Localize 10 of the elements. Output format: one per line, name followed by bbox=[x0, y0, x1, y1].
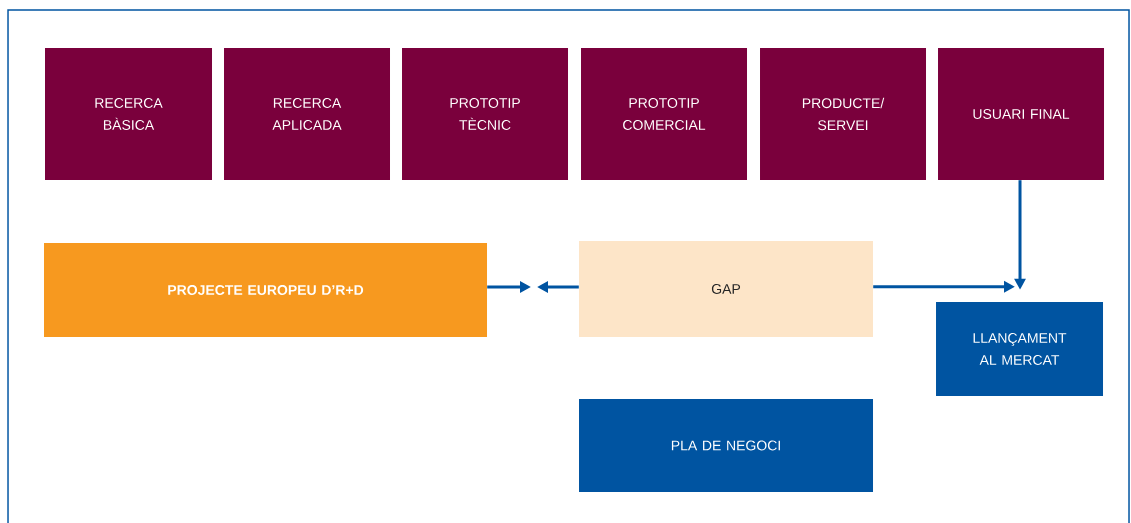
project-box: PROJECTE EUROPEU D’R+D bbox=[44, 243, 487, 337]
gap-box: GAP bbox=[579, 241, 873, 337]
stage-box: PROTOTIP COMERCIAL bbox=[581, 48, 747, 180]
stage-box: PRODUCTE/ SERVEI bbox=[760, 48, 926, 180]
plan-box: PLA DE NEGOCI bbox=[579, 399, 873, 492]
stage-box: PROTOTIP TÈCNIC bbox=[402, 48, 568, 180]
stage-box: RECERCA APLICADA bbox=[224, 48, 390, 180]
launch-box: LLANÇAMENT AL MERCAT bbox=[936, 302, 1103, 396]
stage-box: RECERCA BÀSICA bbox=[45, 48, 212, 180]
stage-box: USUARI FINAL bbox=[938, 48, 1104, 180]
